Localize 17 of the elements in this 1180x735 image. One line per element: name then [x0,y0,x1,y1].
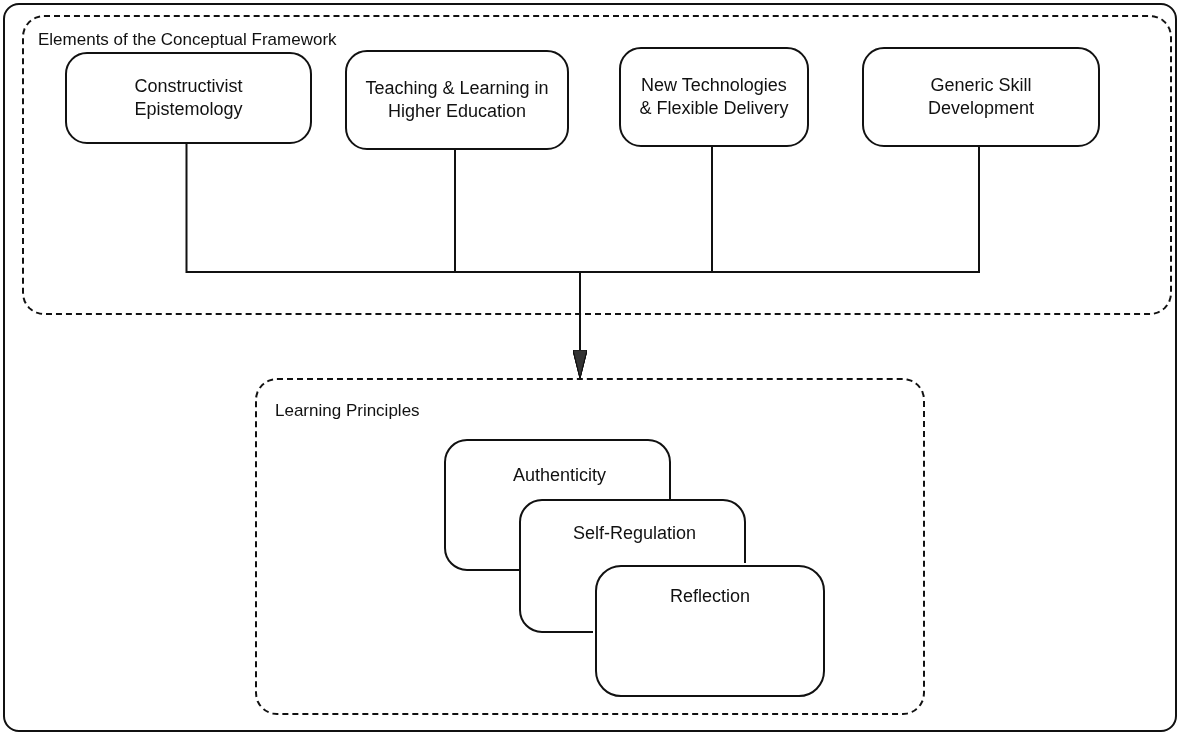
element-box [65,52,312,144]
dashed-group-frame [22,15,1172,315]
card-label: Reflection [669,585,750,608]
box-label: Constructivist Epistemology [133,74,244,121]
group-title: Elements of the Conceptual Framework [38,29,337,51]
box-label: Teaching & Learning in Higher Education [364,76,550,123]
element-box [345,50,569,150]
element-box [619,47,809,147]
box-label: Generic Skill Development [926,73,1036,120]
dashed-group-frame [255,378,925,715]
group-title: Learning Principles [275,400,420,422]
connector-arrow [572,144,980,379]
card-label: Self-Regulation [572,522,697,545]
box-label: New Technologies & Flexible Delivery [638,73,790,120]
card-label: Authenticity [512,464,607,487]
element-box [862,47,1100,147]
principle-card [595,565,825,697]
